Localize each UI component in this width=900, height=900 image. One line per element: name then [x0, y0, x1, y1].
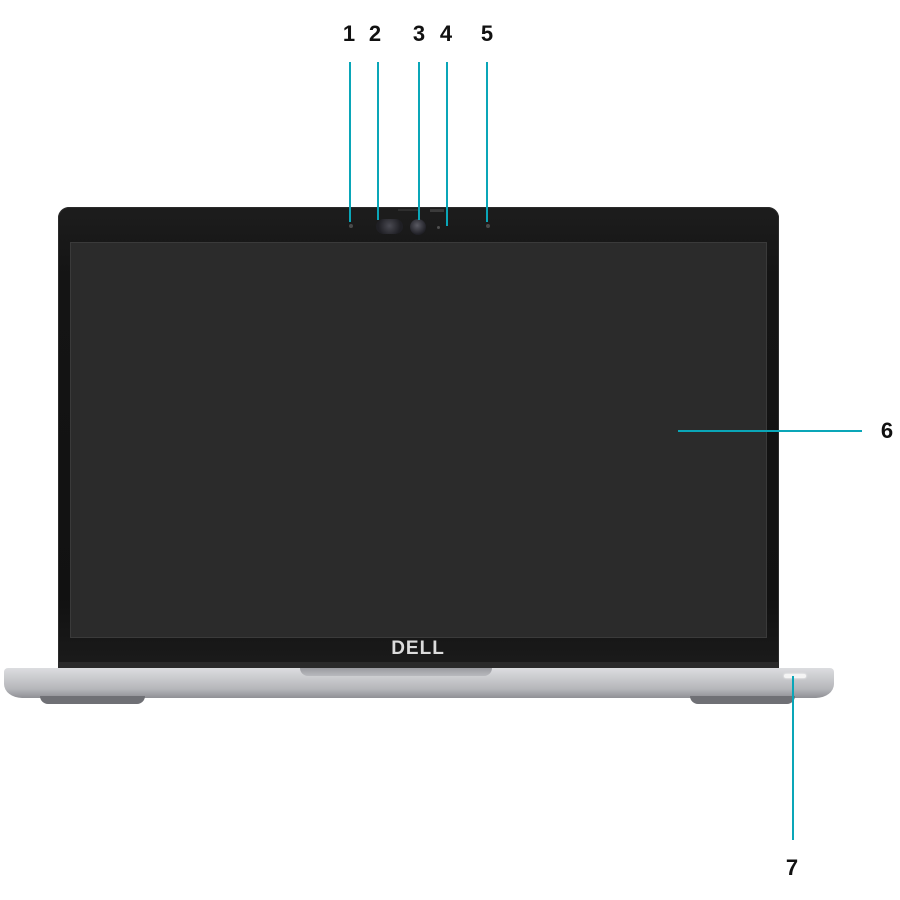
leader-line-3	[418, 62, 420, 220]
right-microphone	[486, 224, 490, 228]
callout-4: 4	[439, 21, 453, 46]
power-status-light	[784, 674, 806, 678]
hinge	[58, 662, 779, 670]
rubber-foot-left	[40, 696, 145, 704]
left-microphone	[349, 224, 353, 228]
bezel-marking	[398, 209, 418, 211]
leader-line-5	[486, 62, 488, 222]
camera-shutter-marking	[430, 209, 444, 212]
rgb-camera	[410, 219, 426, 235]
infrared-camera	[376, 219, 403, 234]
rubber-foot-right	[690, 696, 795, 704]
dell-logo: DELL	[391, 638, 445, 659]
callout-7: 7	[785, 855, 799, 880]
leader-line-7	[792, 676, 794, 840]
leader-line-6	[678, 430, 862, 432]
camera-status-light	[437, 226, 440, 229]
leader-line-1	[349, 62, 351, 222]
callout-6: 6	[880, 418, 894, 443]
lid-opening-notch	[300, 668, 492, 676]
display-panel	[70, 242, 767, 638]
callout-1: 1	[342, 21, 356, 46]
callout-5: 5	[480, 21, 494, 46]
leader-line-2	[377, 62, 379, 220]
callout-3: 3	[412, 21, 426, 46]
callout-2: 2	[368, 21, 382, 46]
leader-line-4	[446, 62, 448, 226]
